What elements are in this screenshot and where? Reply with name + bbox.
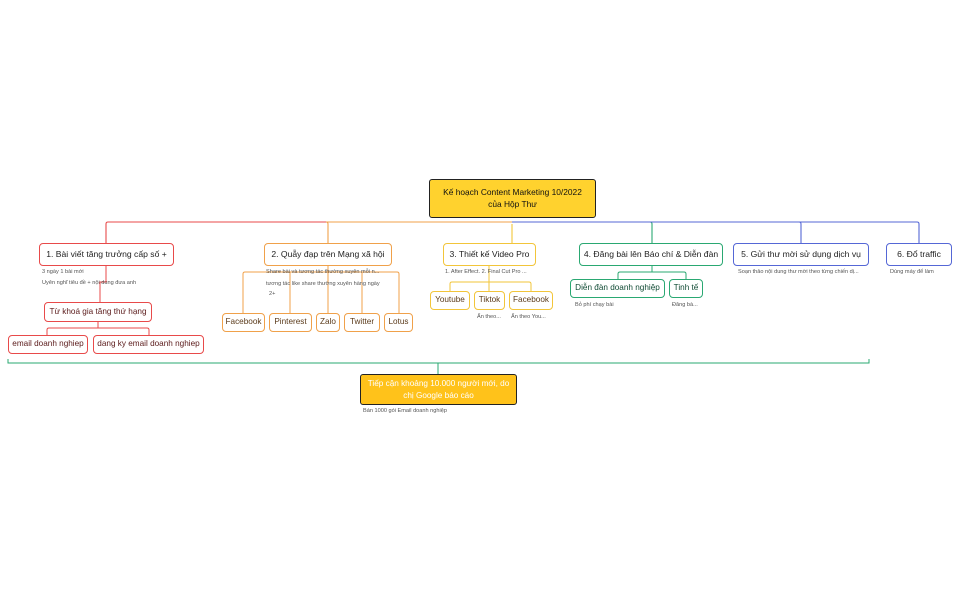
branch-2-note-3: 2+ [269,291,276,297]
connector-child-leaves [46,322,150,336]
branch-6-note-1: Dùng máy để làm [890,269,934,275]
branch-3-note-1: 1. After Effect. 2. Final Cut Pro ... [445,269,527,275]
leaf-dien-dan-doanh-nghiep[interactable]: Diễn đàn doanh nghiệp [570,279,665,298]
summary-note: Bán 1000 gói Email doanh nghiệp [363,408,447,414]
connector-root-branch1 [105,221,512,243]
branch-3-topic[interactable]: 3. Thiết kế Video Pro [443,243,536,266]
leaf-email-doanh-nghiep[interactable]: email doanh nghiep [8,335,88,354]
leaf-facebook[interactable]: Facebook [222,313,265,332]
leaf-lotus[interactable]: Lotus [384,313,413,332]
branch-2-label: 2. Quẫy đạp trên Mạng xã hội [271,249,385,260]
connector-root-branch5 [512,221,802,243]
summary-brace [7,359,870,374]
branch-6-topic[interactable]: 6. Đổ traffic [886,243,952,266]
leaf-label: Lotus [388,317,409,327]
summary-topic[interactable]: Tiếp cận khoảng 10.000 người mới, do chị… [360,374,517,405]
leaf-label: Facebook [513,295,549,305]
tinh-te-note: Đăng bà... [672,302,698,308]
connector-branch2-leaves [242,266,400,314]
summary-line2: chị Google báo cáo [403,390,474,400]
summary-line1: Tiếp cận khoảng 10.000 người mới, do [367,379,510,389]
root-topic[interactable]: Kế hoạch Content Marketing 10/2022 của H… [429,179,596,218]
branch-1-subtopic-label: Từ khoá gia tăng thứ hạng [49,306,147,316]
branch-4-topic[interactable]: 4. Đăng bài lên Báo chí & Diễn đàn [579,243,723,266]
leaf-label: Tinh tế [673,283,699,293]
leaf-label: Pinterest [274,317,307,327]
connector-root-branch2 [325,221,512,243]
connector-branch4-leaves [617,266,687,280]
leaf-label: email doanh nghiep [12,339,84,349]
root-title-line1: Kế hoạch Content Marketing 10/2022 [443,187,582,198]
branch-2-topic[interactable]: 2. Quẫy đạp trên Mạng xã hội [264,243,392,266]
branch-2-note-1: Share bài và tương tác thường xuyên mỗi … [266,269,380,275]
branch-5-topic[interactable]: 5. Gửi thư mời sử dụng dịch vụ [733,243,869,266]
leaf-label: dang ky email doanh nghiep [97,339,200,349]
dien-dan-note: Bỏ phí chạy bài [575,302,614,308]
branch-2-note-2: tương tác like share thường xuyên hàng n… [266,281,380,287]
leaf-dang-ky-email[interactable]: dang ky email doanh nghiep [93,335,204,354]
leaf-label: Diễn đàn doanh nghiệp [575,283,660,293]
connector-branch3-leaves [449,266,532,292]
leaf-label: Youtube [435,295,465,305]
leaf-tinh-te[interactable]: Tinh tế [669,279,703,298]
root-title-line2: của Hộp Thư [488,198,537,209]
leaf-label: Facebook [225,317,262,327]
branch-3-label: 3. Thiết kế Video Pro [449,249,530,260]
tiktok-note: Ấn theo... [477,314,501,320]
branch-1-note-2: Uyên nghĩ tiêu đề + nội dung đưa anh [42,280,137,286]
facebook-video-note: Ấn theo You... [511,314,546,320]
branch-6-label: 6. Đổ traffic [897,249,941,260]
branch-1-topic[interactable]: 1. Bài viết tăng trưởng cấp số + [39,243,174,266]
branch-1-label: 1. Bài viết tăng trưởng cấp số + [46,249,167,260]
leaf-tiktok[interactable]: Tiktok [474,291,505,310]
leaf-youtube[interactable]: Youtube [430,291,470,310]
branch-5-note-1: Soạn thảo nội dung thư mời theo từng chi… [738,269,859,275]
leaf-label: Twitter [349,317,375,327]
leaf-label: Zalo [320,317,336,327]
branch-4-label: 4. Đăng bài lên Báo chí & Diễn đàn [583,249,719,260]
connector-root-branch6 [512,221,920,243]
leaf-label: Tiktok [478,295,501,305]
leaf-zalo[interactable]: Zalo [316,313,340,332]
connector-root-branch4 [512,221,653,243]
leaf-twitter[interactable]: Twitter [344,313,380,332]
connector-branch1-child [99,266,107,302]
branch-5-label: 5. Gửi thư mời sử dụng dịch vụ [741,249,861,260]
branch-1-subtopic[interactable]: Từ khoá gia tăng thứ hạng [44,302,152,322]
branch-1-note-1: 3 ngày 1 bài mới [42,269,84,275]
leaf-facebook-video[interactable]: Facebook [509,291,553,310]
leaf-pinterest[interactable]: Pinterest [269,313,312,332]
